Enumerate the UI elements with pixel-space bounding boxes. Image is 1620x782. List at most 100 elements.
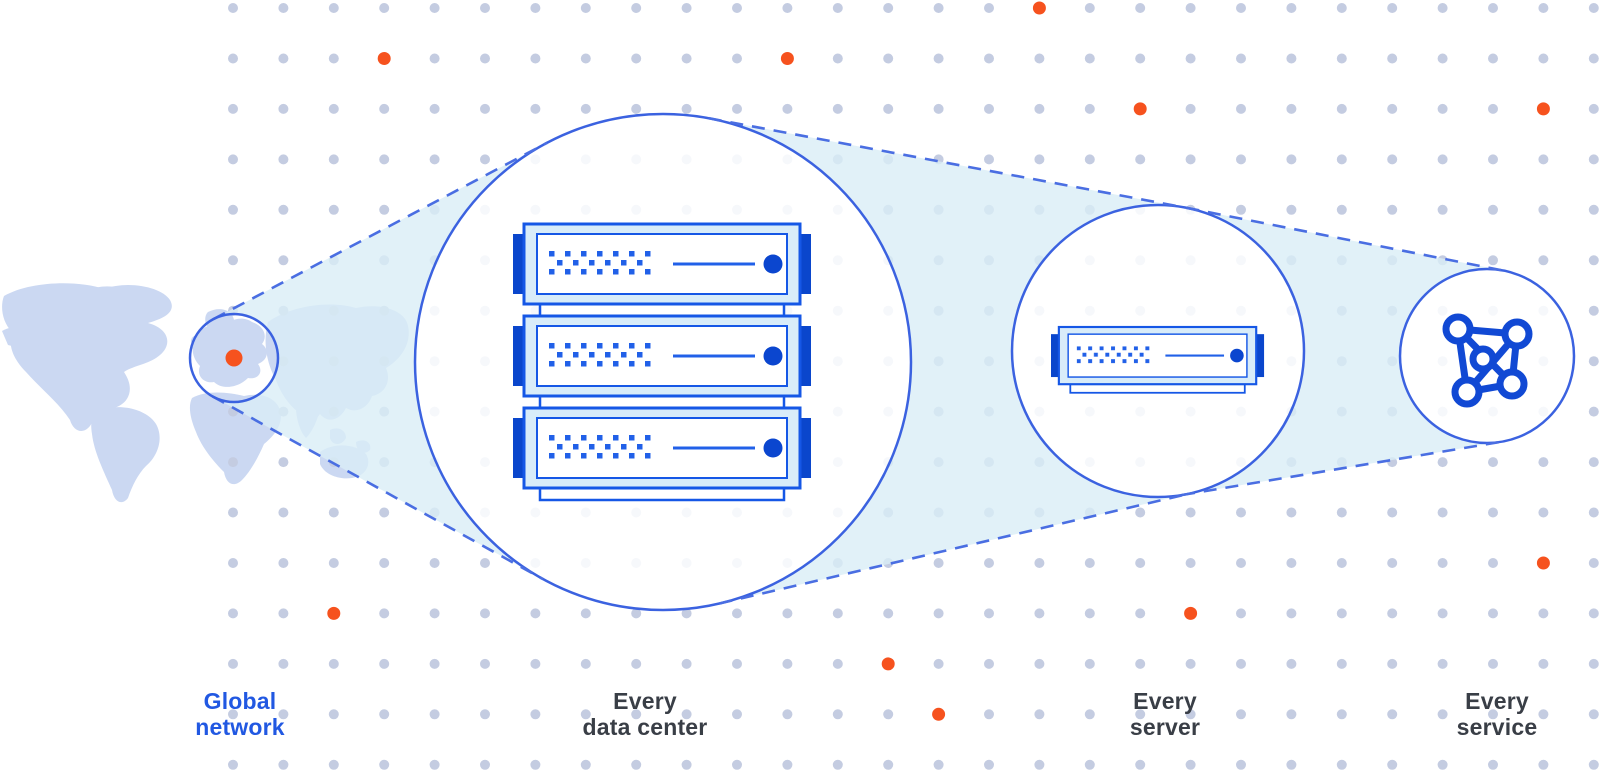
grid-dot bbox=[681, 103, 692, 114]
grid-dot bbox=[1387, 507, 1398, 518]
server-unit-1 bbox=[511, 222, 813, 318]
label-line: Every bbox=[1133, 688, 1197, 714]
grid-dot bbox=[1135, 154, 1146, 165]
grid-dot bbox=[480, 608, 490, 619]
grid-dot bbox=[480, 3, 490, 13]
grid-dot bbox=[1588, 558, 1599, 568]
grid-dot bbox=[278, 53, 289, 64]
grid-dot bbox=[530, 53, 541, 64]
grid-dot bbox=[228, 709, 238, 720]
grid-dot bbox=[278, 154, 289, 165]
grid-dot bbox=[379, 608, 390, 619]
grid-dot bbox=[631, 608, 642, 619]
grid-dot bbox=[782, 759, 793, 770]
grid-dot bbox=[480, 558, 490, 568]
grid-dot bbox=[1588, 658, 1599, 669]
circle-global-network bbox=[188, 312, 280, 404]
grid-dot bbox=[1588, 204, 1599, 215]
grid-dot bbox=[1286, 759, 1297, 770]
dashed-connectors bbox=[212, 116, 1505, 605]
grid-dot bbox=[530, 103, 541, 114]
grid-dot bbox=[1336, 53, 1347, 64]
grid-dot bbox=[832, 3, 843, 13]
grid-dot bbox=[1336, 103, 1347, 114]
grid-dot bbox=[1488, 3, 1498, 13]
server-unit-3 bbox=[511, 406, 813, 502]
grid-dot bbox=[228, 255, 238, 266]
grid-dot bbox=[1236, 53, 1246, 64]
grid-dot bbox=[228, 154, 238, 165]
grid-dot bbox=[1286, 154, 1297, 165]
grid-dot bbox=[732, 658, 742, 669]
grid-dot bbox=[1034, 658, 1045, 669]
grid-dot bbox=[480, 53, 490, 64]
grid-dot bbox=[530, 709, 541, 720]
grid-dot bbox=[1185, 507, 1196, 518]
grid-dot bbox=[1437, 53, 1448, 64]
grid-dot bbox=[984, 709, 994, 720]
grid-dot bbox=[328, 759, 339, 770]
grid-dot bbox=[933, 3, 944, 13]
grid-dot bbox=[1588, 759, 1599, 770]
grid-dot bbox=[1387, 154, 1398, 165]
accent-dot-orange bbox=[932, 707, 946, 721]
grid-dot bbox=[1387, 608, 1398, 619]
grid-dot bbox=[1437, 608, 1448, 619]
grid-dot bbox=[1488, 457, 1498, 468]
grid-dot bbox=[933, 103, 944, 114]
grid-dot bbox=[379, 3, 390, 13]
grid-dot bbox=[1286, 709, 1297, 720]
grid-dot bbox=[278, 759, 289, 770]
grid-dot bbox=[1588, 154, 1599, 165]
accent-dot-orange bbox=[780, 52, 794, 65]
grid-dot bbox=[429, 154, 440, 165]
grid-dot bbox=[732, 709, 742, 720]
grid-dot bbox=[1437, 558, 1448, 568]
grid-dot bbox=[1488, 507, 1498, 518]
grid-dot bbox=[832, 103, 843, 114]
grid-dot bbox=[379, 658, 390, 669]
grid-dot bbox=[1185, 759, 1196, 770]
grid-dot bbox=[1488, 53, 1498, 64]
grid-dot bbox=[984, 558, 994, 568]
grid-dot bbox=[1236, 204, 1246, 215]
grid-dot bbox=[580, 759, 591, 770]
grid-dot bbox=[883, 3, 894, 13]
grid-dot bbox=[228, 558, 238, 568]
grid-dot bbox=[480, 154, 490, 165]
label-global-network: Global network bbox=[195, 688, 285, 740]
grid-dot bbox=[328, 709, 339, 720]
grid-dot bbox=[1286, 658, 1297, 669]
grid-dot bbox=[328, 103, 339, 114]
grid-dot bbox=[1387, 3, 1398, 13]
grid-dot bbox=[782, 103, 793, 114]
grid-dot bbox=[1135, 3, 1146, 13]
grid-dot bbox=[1488, 255, 1498, 266]
grid-dot bbox=[1437, 3, 1448, 13]
label-line: Global bbox=[203, 688, 277, 714]
map-south-america bbox=[91, 407, 160, 503]
grid-dot bbox=[1488, 658, 1498, 669]
grid-dot bbox=[278, 558, 289, 568]
grid-dot bbox=[1185, 103, 1196, 114]
grid-dot bbox=[1488, 204, 1498, 215]
grid-dot bbox=[681, 759, 692, 770]
grid-dot bbox=[631, 759, 642, 770]
grid-dot bbox=[328, 204, 339, 215]
grid-dot bbox=[1135, 608, 1146, 619]
grid-dot bbox=[1236, 507, 1246, 518]
grid-dot bbox=[1286, 204, 1297, 215]
grid-dot bbox=[1034, 53, 1045, 64]
grid-dot bbox=[1387, 103, 1398, 114]
grid-dot bbox=[429, 103, 440, 114]
grid-dot bbox=[681, 3, 692, 13]
grid-dot bbox=[328, 507, 339, 518]
grid-dot bbox=[1084, 154, 1095, 165]
grid-dot bbox=[832, 53, 843, 64]
label-every-service: Every service bbox=[1457, 688, 1538, 740]
grid-dot bbox=[984, 658, 994, 669]
grid-dot bbox=[1336, 759, 1347, 770]
grid-dot bbox=[1084, 103, 1095, 114]
